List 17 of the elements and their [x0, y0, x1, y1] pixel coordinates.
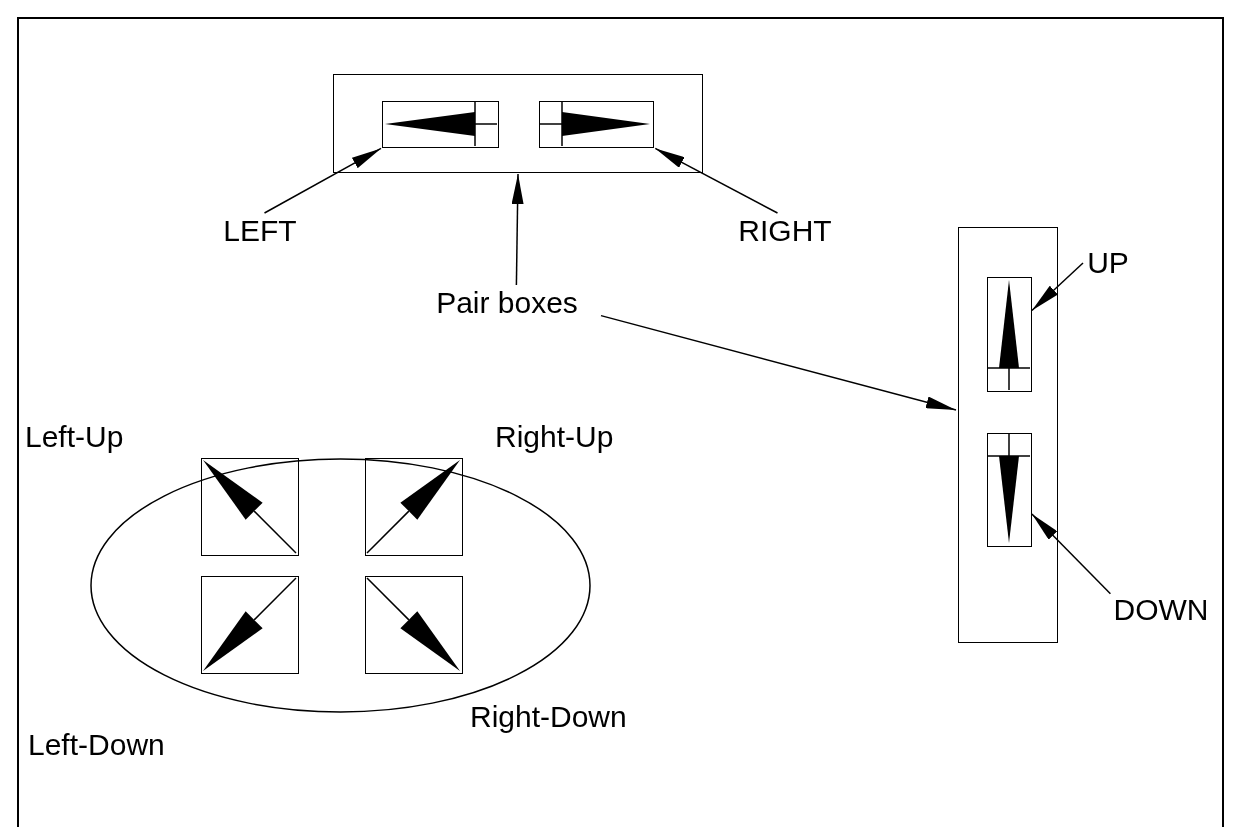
- direction-label: Right-Up: [495, 422, 614, 452]
- callout-text: Pair boxes: [413, 285, 601, 321]
- leader-line: [1031, 262, 1084, 312]
- pair-box: [333, 74, 703, 173]
- direction-label: Right-Down: [470, 702, 627, 732]
- pair-box: [958, 227, 1058, 643]
- leader-line: [654, 147, 779, 214]
- callout-text: RIGHT: [738, 213, 832, 249]
- callout-text: LEFT: [215, 213, 305, 249]
- leader-line: [1031, 513, 1112, 595]
- leader-line: [600, 314, 957, 411]
- callout-text: DOWN: [1106, 592, 1216, 628]
- direction-label: Left-Down: [28, 730, 165, 760]
- leader-line: [263, 147, 382, 214]
- callout-text: UP: [1083, 245, 1133, 281]
- leader-line: [511, 173, 524, 286]
- direction-label: Left-Up: [25, 422, 124, 452]
